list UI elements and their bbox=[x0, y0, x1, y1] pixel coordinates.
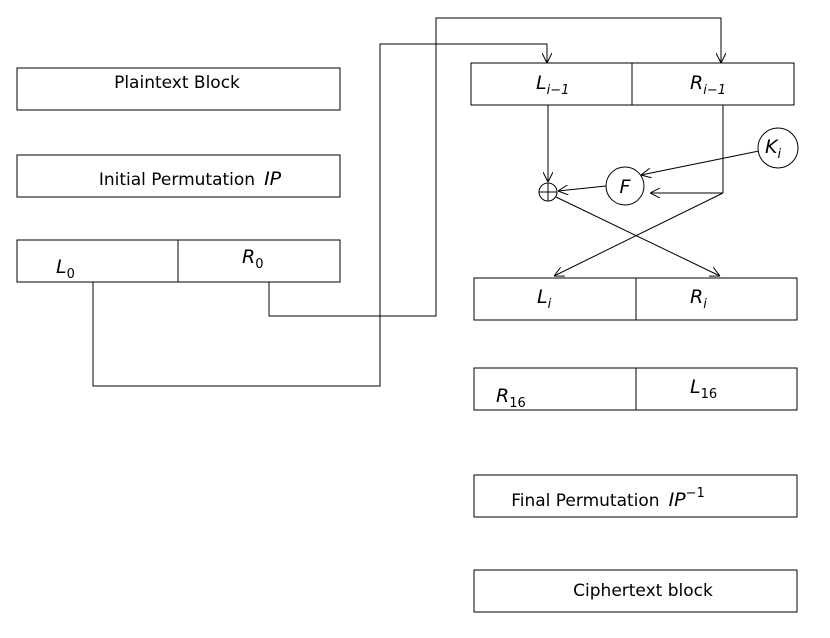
r-to-li-cross-wire bbox=[554, 192, 724, 276]
initial-permutation-label: Initial Permutation IP bbox=[99, 168, 282, 190]
r16-l16-block: R16 L16 bbox=[473, 367, 798, 411]
final-permutation-block: Final Permutation IP−1 bbox=[473, 474, 798, 518]
r0-label: R0 bbox=[242, 246, 263, 272]
l0-r0-block: L0 R0 bbox=[16, 239, 341, 283]
plaintext-block: Plaintext Block bbox=[16, 67, 341, 111]
xor-icon bbox=[538, 182, 558, 202]
l0-to-ri-1-wire bbox=[92, 43, 547, 387]
l16-label: L16 bbox=[690, 376, 717, 402]
l-i-minus-1-label: Li−1 bbox=[536, 72, 569, 98]
r0-to-li-1-wire bbox=[268, 17, 721, 317]
k-to-f-wire bbox=[641, 150, 760, 175]
r-i-label: Ri bbox=[690, 286, 707, 312]
li-1-ri-1-block: Li−1 Ri−1 bbox=[470, 62, 795, 106]
f-label: F bbox=[620, 176, 632, 198]
final-permutation-label: Final Permutation IP−1 bbox=[511, 486, 705, 511]
ciphertext-label: Ciphertext block bbox=[573, 581, 713, 601]
initial-permutation-block: Initial Permutation IP bbox=[16, 154, 341, 198]
f-to-xor-wire bbox=[558, 186, 607, 191]
l-i-label: Li bbox=[537, 286, 552, 312]
round-key-node: Ki bbox=[757, 127, 799, 169]
plaintext-label: Plaintext Block bbox=[114, 73, 240, 93]
k-i-label: Ki bbox=[765, 136, 781, 162]
r-i-minus-1-label: Ri−1 bbox=[690, 72, 726, 98]
ciphertext-block: Ciphertext block bbox=[473, 569, 798, 613]
f-function-node: F bbox=[605, 166, 645, 206]
xor-to-ri-cross-wire bbox=[555, 196, 720, 276]
li-ri-block: Li Ri bbox=[473, 277, 798, 321]
l0-label: L0 bbox=[56, 256, 75, 282]
r16-label: R16 bbox=[496, 385, 526, 411]
